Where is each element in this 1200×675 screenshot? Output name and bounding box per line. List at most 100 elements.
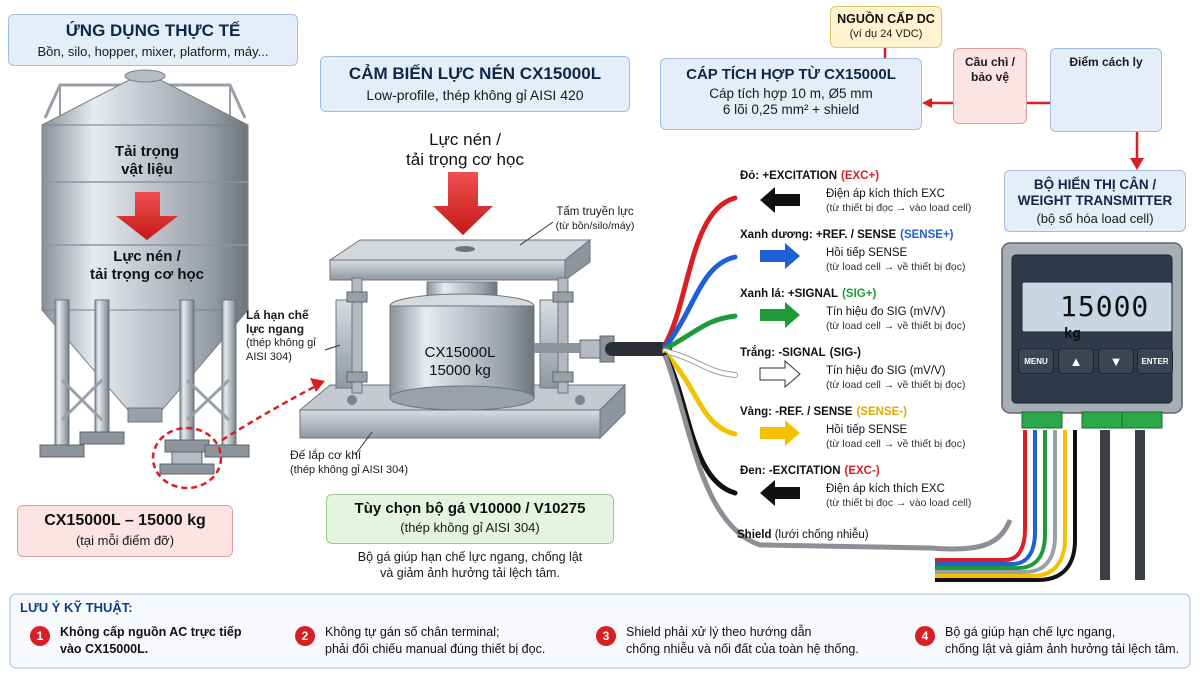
- wire-description: Hồi tiếp SENSE(từ load cell → về thiết b…: [826, 423, 966, 451]
- note-line2: vào CX15000L.: [60, 642, 149, 656]
- cable-line1: Cáp tích hợp 10 m, Ø5 mm: [709, 86, 873, 101]
- wire-desc-sub: (từ thiết bị đọc → vào load cell): [826, 497, 972, 509]
- wire-desc-sub: (từ thiết bị đọc → vào load cell): [826, 202, 972, 214]
- mount-note: Bộ gá giúp hạn chế lực ngang, chống lật …: [320, 549, 620, 581]
- wire-desc-main: Điện áp kích thích EXC: [826, 483, 945, 495]
- up-key[interactable]: ▲: [1058, 348, 1094, 374]
- note-line2: phải đối chiếu manual đúng thiết bị đọc.: [325, 642, 546, 656]
- silo-load-line1: Tải trọng: [114, 143, 180, 160]
- note-line2: chống nhiễu và nối đất của toàn hệ thống…: [626, 642, 859, 656]
- cable-line2: 6 lõi 0,25 mm² + shield: [722, 102, 860, 117]
- highlight-arrow: [221, 383, 319, 442]
- wire-description: Hồi tiếp SENSE (từ load cell → về thiết b…: [826, 246, 966, 274]
- cell-body-label: CX15000L 15000 kg: [405, 344, 515, 380]
- wire-tag: (EXC+): [841, 170, 880, 182]
- application-subtitle: Bồn, silo, hopper, mixer, platform, máy.…: [37, 44, 269, 59]
- wire-title: Đen: -EXCITATION(EXC-): [740, 465, 880, 477]
- top-plate-sub: (từ bồn/silo/máy): [555, 220, 635, 232]
- wire-tag: (SENSE-): [856, 406, 907, 418]
- side-plate-line4: AISI 304): [246, 351, 292, 363]
- note-line1: Shield phải xử lý theo hướng dẫn: [626, 625, 812, 639]
- note-number: 2: [295, 626, 315, 646]
- note-text: Không tự gán số chân terminal; phải đối c…: [325, 624, 545, 658]
- note-line1: Không cấp nguồn AC trực tiếp: [60, 625, 242, 639]
- top-plate-title: Tấm truyền lực: [556, 206, 634, 218]
- wire-description: Điện áp kích thích EXC (từ thiết bị đọc →…: [826, 482, 971, 510]
- wire-description: Tín hiệu đo SIG (mV/V) (từ load cell → về…: [826, 364, 966, 392]
- wire-arrows: [759, 187, 801, 506]
- enter-key[interactable]: ENTER: [1137, 348, 1173, 374]
- mount-subtitle: (thép không gỉ AISI 304): [400, 520, 540, 535]
- return-wires: [935, 430, 1077, 582]
- wire-description: Điện áp kích thích EXC(từ thiết bị đọc →…: [826, 187, 971, 215]
- isolation-box: Điểm cách ly: [1050, 48, 1162, 132]
- silo-load-label: Tải trọng vật liệu: [92, 143, 202, 179]
- fuse-line1: Cầu chì /: [964, 55, 1015, 69]
- shield-desc: (lưới chống nhiễu): [774, 529, 869, 541]
- capacity-box: CX15000L – 15000 kg (tại mỗi điểm đỡ): [17, 505, 233, 557]
- mount-box: Tùy chọn bộ gá V10000 / V10275 (thép khô…: [326, 494, 614, 544]
- capacity-subtitle: (tại mỗi điểm đỡ): [75, 533, 175, 548]
- wire-name: Trắng: -SIGNAL: [740, 347, 826, 359]
- menu-key[interactable]: MENU: [1018, 348, 1054, 374]
- indicator-display: 15000 kg: [1060, 290, 1172, 342]
- note-number: 4: [915, 626, 935, 646]
- note-text: Shield phải xử lý theo hướng dẫn chống nh…: [626, 624, 859, 658]
- cell-body-capacity: 15000 kg: [429, 362, 491, 379]
- cell-body-model: CX15000L: [424, 344, 496, 361]
- wire-name: Đỏ: +EXCITATION: [740, 170, 838, 182]
- wire-name: Vàng: -REF. / SENSE: [740, 406, 853, 418]
- note-number: 3: [596, 626, 616, 646]
- wire-desc-main: Tín hiệu đo SIG (mV/V): [826, 365, 946, 377]
- wire-title: Vàng: -REF. / SENSE(SENSE-): [740, 406, 907, 418]
- note-line1: Bộ gá giúp hạn chế lực ngang,: [945, 625, 1116, 639]
- wire-tag: (SENSE+): [900, 229, 954, 241]
- notes-heading: LƯU Ý KỸ THUẬT:: [20, 600, 133, 615]
- mount-title: Tùy chọn bộ gá V10000 / V10275: [354, 500, 586, 517]
- application-box: ỨNG DỤNG THỰC TẾ Bồn, silo, hopper, mixe…: [8, 14, 298, 66]
- base-label: Đế lắp cơ khí (thép không gỉ AISI 304): [290, 448, 460, 478]
- base-line1: Đế lắp cơ khí: [290, 448, 362, 462]
- sensor-box: CẢM BIẾN LỰC NÉN CX15000L Low-profile, t…: [320, 56, 630, 112]
- silo-force-line2: tải trọng cơ học: [89, 266, 204, 283]
- wire-tag: (SIG+): [842, 288, 877, 300]
- shield-braid: [662, 354, 1013, 552]
- wire-description: Tín hiệu đo SIG (mV/V)(từ load cell → về…: [826, 305, 966, 333]
- wire-desc-main: Hồi tiếp SENSE: [826, 247, 908, 259]
- top-plate-label: Tấm truyền lực (từ bồn/silo/máy): [540, 205, 650, 233]
- indicator-line2: WEIGHT TRANSMITTER: [1017, 193, 1173, 208]
- wire-desc-main: Tín hiệu đo SIG (mV/V): [826, 306, 946, 318]
- side-plate-line3: (thép không gỉ: [246, 337, 316, 349]
- fuse-box: Cầu chì / bảo vệ: [953, 48, 1027, 124]
- cable-title: CÁP TÍCH HỢP TỪ CX15000L: [686, 66, 896, 83]
- wire-desc-sub: (từ load cell → về thiết bị đọc): [826, 261, 966, 273]
- note-text: Bộ gá giúp hạn chế lực ngang, chống lật v…: [945, 624, 1179, 658]
- indicator-unit: kg: [1064, 326, 1081, 342]
- mount-note-line1: Bộ gá giúp hạn chế lực ngang, chống lật: [357, 550, 583, 564]
- wire-name: Xanh lá: +SIGNAL: [740, 288, 839, 300]
- side-plate-label: Lá hạn chế lực ngang (thép không gỉ AISI…: [246, 308, 326, 364]
- down-key[interactable]: ▼: [1098, 348, 1134, 374]
- note-line1: Không tự gán số chân terminal;: [325, 625, 500, 639]
- wire-name: Xanh dương: +REF. / SENSE: [740, 229, 897, 241]
- load-cell-illustration: [298, 238, 627, 440]
- power-title: NGUỒN CẤP DC: [837, 12, 935, 26]
- silo-force-line1: Lực nén /: [113, 248, 181, 265]
- wire-title: Xanh dương: +REF. / SENSE(SENSE+): [740, 229, 954, 241]
- silo-illustration: [39, 69, 250, 475]
- wire-desc-sub: (từ load cell → về thiết bị đọc): [826, 438, 966, 450]
- sensor-title: CẢM BIẾN LỰC NÉN CX15000L: [348, 64, 602, 83]
- cell-force-arrow: [433, 172, 493, 235]
- wire-title: Trắng: -SIGNAL(SIG-): [740, 347, 861, 359]
- side-plate-line1: Lá hạn chế: [246, 308, 309, 322]
- silo-load-line2: vật liệu: [121, 161, 173, 178]
- wire-desc-sub: (từ load cell → về thiết bị đọc): [826, 379, 966, 391]
- indicator-box: BỘ HIỂN THỊ CÂN / WEIGHT TRANSMITTER (bộ…: [1004, 170, 1186, 232]
- wire-title: Xanh lá: +SIGNAL(SIG+): [740, 288, 876, 300]
- note-line2: chống lật và giảm ảnh hưởng tải lệch tâm…: [945, 642, 1180, 656]
- mount-note-line2: và giảm ảnh hưởng tải lệch tâm.: [380, 566, 560, 580]
- wire-tag: (EXC-): [844, 465, 880, 477]
- cable-box: CÁP TÍCH HỢP TỪ CX15000L Cáp tích hợp 10…: [660, 58, 922, 130]
- sensor-force-line1: Lực nén /: [429, 130, 501, 149]
- shield-title: Shield: [737, 529, 772, 541]
